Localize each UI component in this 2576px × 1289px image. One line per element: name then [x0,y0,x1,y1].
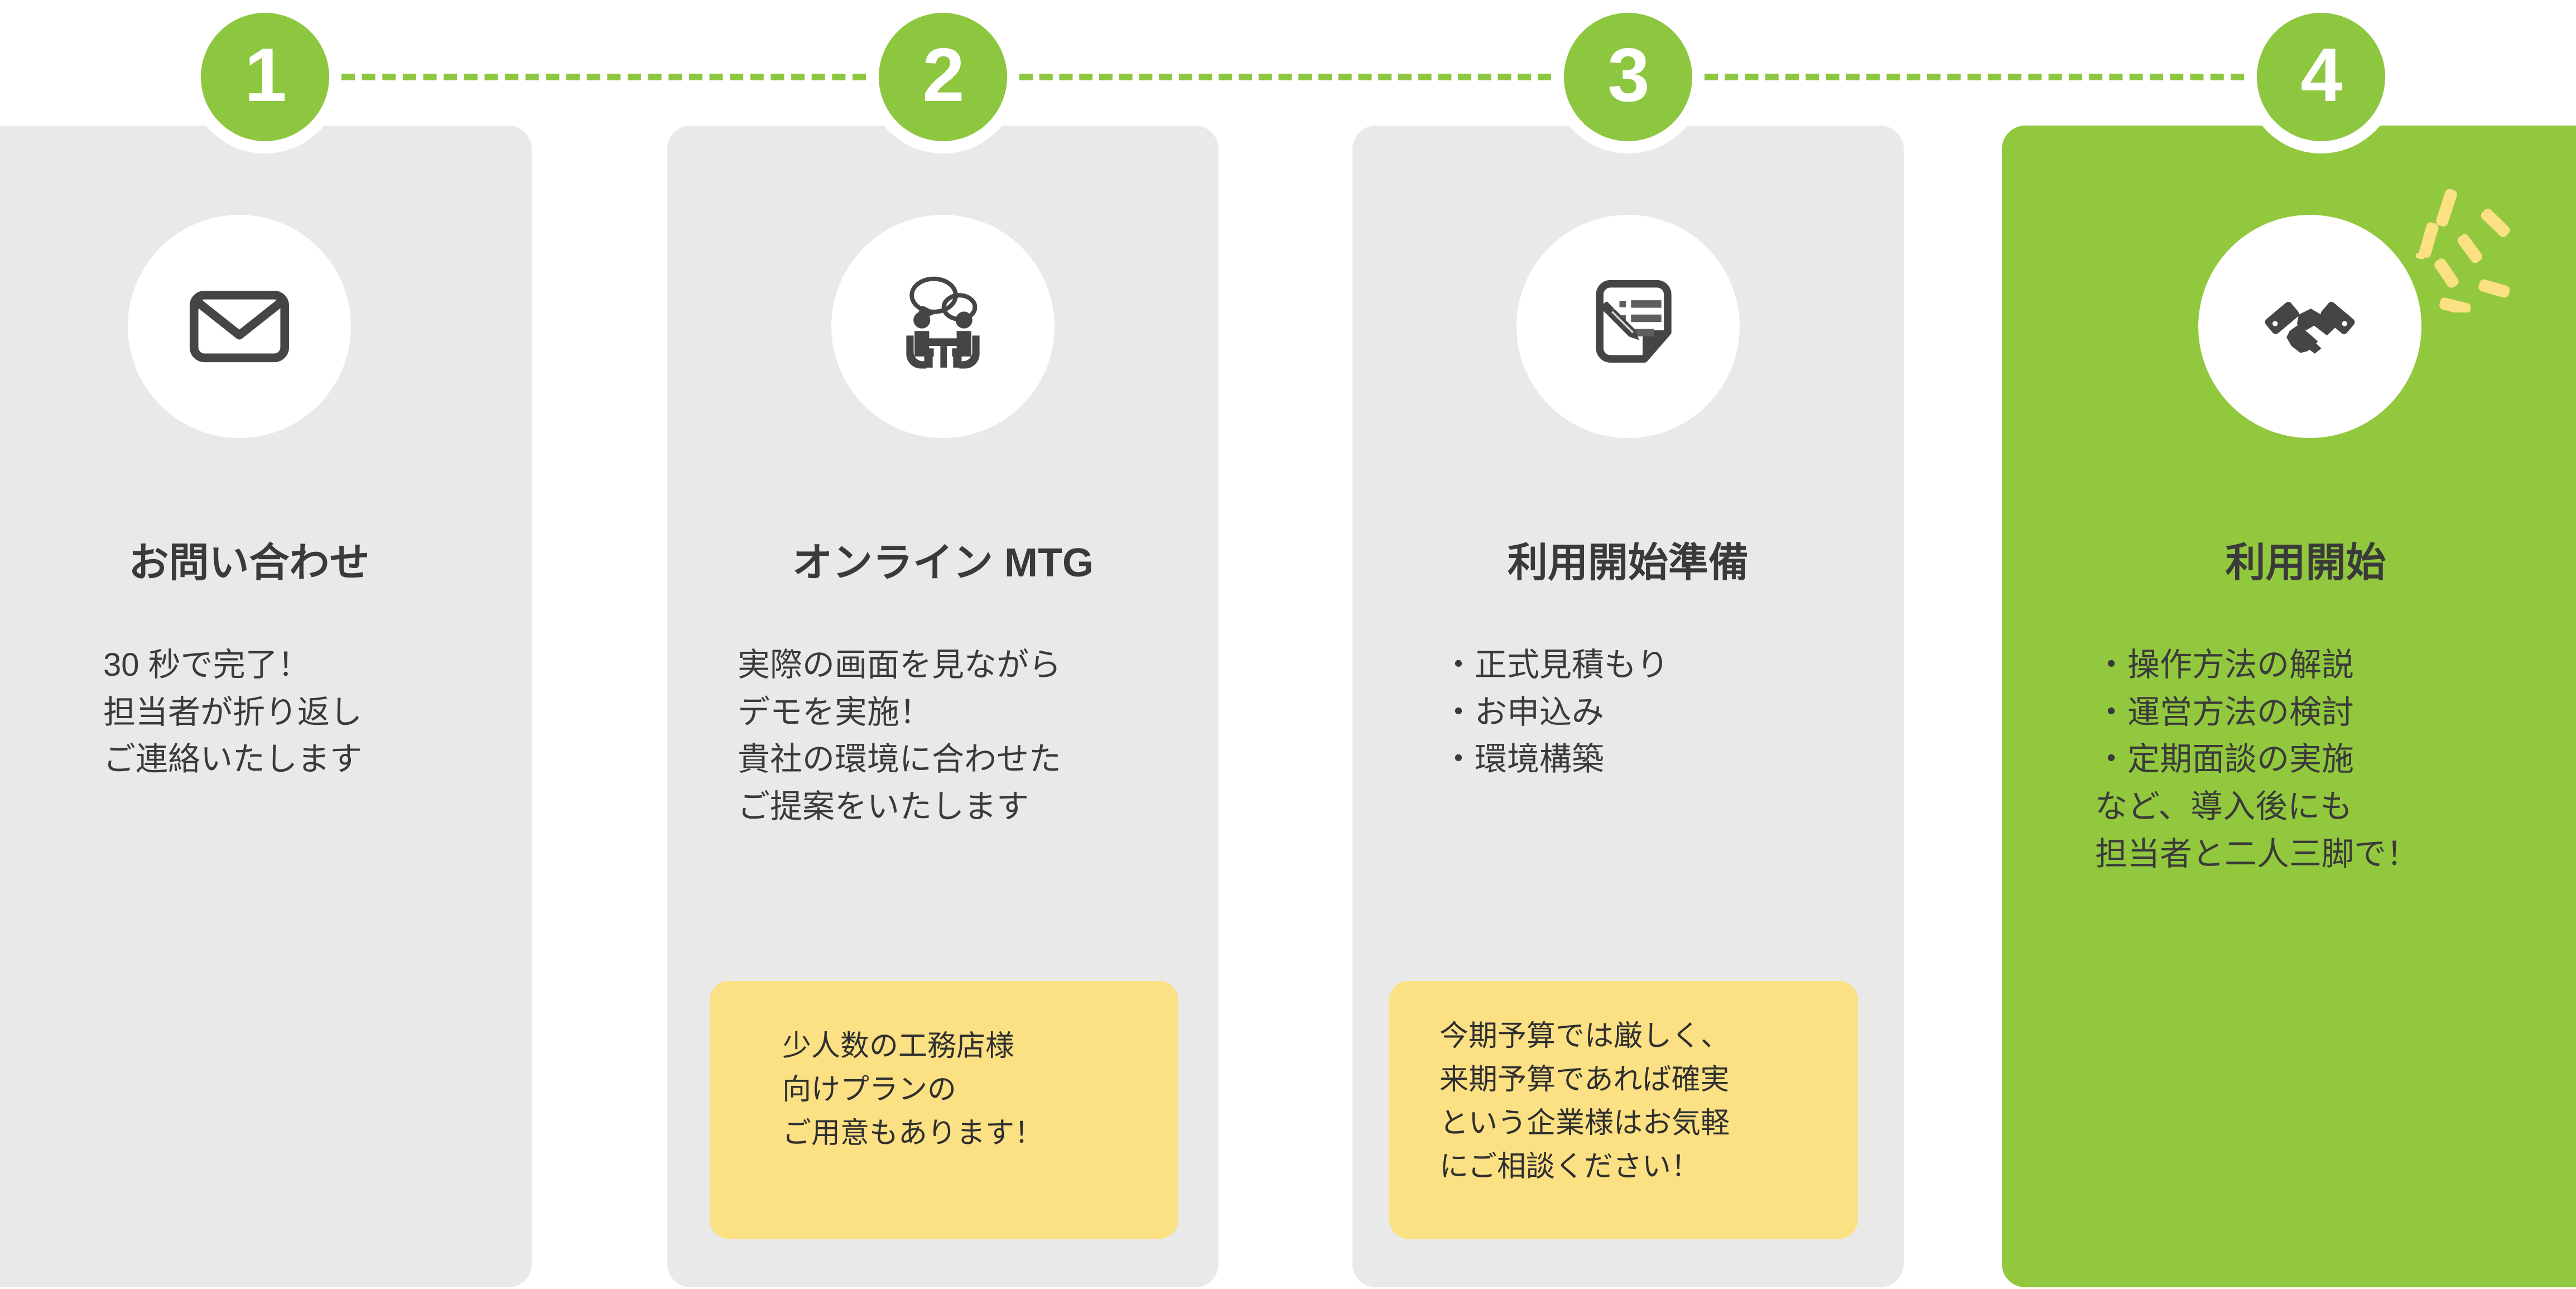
step-connector-1-2 [341,74,866,80]
document-pencil-icon [1571,270,1686,384]
envelope-icon [184,271,295,382]
step-1-title: お問い合わせ [128,541,370,585]
step-3-callout-text: 今期予算では厳しく、 来期予算であれば確実 という企業様はお気軽 にご相談くださ… [1439,1020,1730,1183]
step-2-title: オンライン MTG [792,541,1094,585]
step-4-title: 利用開始 [2225,541,2386,585]
step-3-body: ・正式見積もり ・お申込み ・環境構築 [1442,647,1669,778]
handshake-icon [2254,271,2366,382]
step-badge-2-number: 2 [922,32,965,117]
online-meeting-icon [884,268,1001,385]
step-connector-3-4 [1705,74,2244,80]
step-badge-3-number: 3 [1607,32,1650,117]
step-1-icon-circle [128,215,351,438]
step-3-icon-circle [1516,215,1740,438]
step-2-icon-circle [831,215,1055,438]
step-4-body: ・操作方法の解説 ・運営方法の検討 ・定期面談の実施 など、導入後にも 担当者と… [2095,647,2419,872]
step-badge-3[interactable]: 3 [1564,13,1692,141]
step-badge-2[interactable]: 2 [879,13,1007,141]
step-badge-4[interactable]: 4 [2257,13,2385,141]
step-2-callout: 少人数の工務店様 向けプランの ご用意もあります！ [710,981,1178,1239]
step-3-callout: 今期予算では厳しく、 来期予算であれば確実 という企業様はお気軽 にご相談くださ… [1389,981,1858,1239]
step-3-title: 利用開始準備 [1507,541,1749,585]
step-badge-4-number: 4 [2300,32,2343,117]
step-1-body: 30 秒で完了！ 担当者が折り返し ご連絡いたします [103,647,363,778]
step-badge-1[interactable]: 1 [201,13,329,141]
step-connector-2-3 [1019,74,1551,80]
step-badge-1-number: 1 [244,32,287,117]
step-2-callout-text: 少人数の工務店様 向けプランの ご用意もあります！ [782,1030,1044,1149]
step-2-body: 実際の画面を見ながら デモを実施！ 貴社の環境に合わせた ご提案をいたします [738,647,1062,825]
step-4-icon-circle [2198,215,2421,438]
